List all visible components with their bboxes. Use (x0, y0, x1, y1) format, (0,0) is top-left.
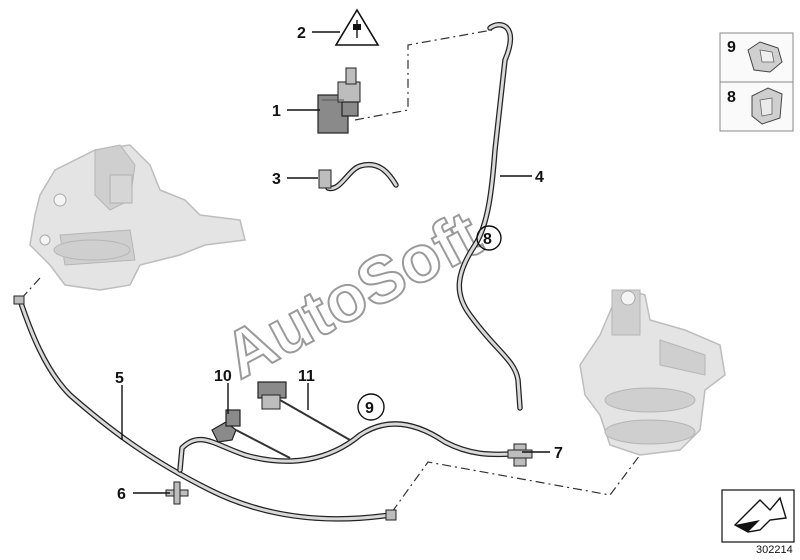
callout-9: 9 (365, 400, 374, 417)
vacuum-valve (317, 67, 361, 134)
orientation-arrow-icon (721, 489, 795, 543)
leader-lines (121, 31, 550, 494)
cable-tie-11 (257, 381, 351, 441)
callout-9-circled: 9 (357, 393, 385, 421)
callout-8-circled: 8 (476, 225, 502, 251)
callout-7: 7 (554, 445, 563, 462)
clip-9-icon (747, 41, 783, 73)
connector-6 (165, 481, 189, 505)
holder-10 (211, 409, 291, 459)
clip-8-icon (751, 87, 783, 125)
svg-text:AutoSoft: AutoSoft (212, 196, 493, 392)
hose-4 (456, 22, 523, 411)
inset-label-8: 8 (727, 89, 736, 106)
callout-10: 10 (214, 368, 232, 385)
callout-11: 11 (298, 368, 315, 385)
connector-7 (507, 443, 533, 467)
engine-mount-left (29, 144, 246, 291)
hose-3 (318, 161, 399, 192)
callout-5: 5 (115, 370, 124, 387)
warning-symbol-icon (334, 8, 380, 46)
hose-5 (17, 297, 393, 522)
reference-number: 302214 (756, 544, 793, 556)
hose-9 (177, 421, 515, 473)
callout-2: 2 (297, 25, 306, 42)
callouts: 1 2 3 4 5 6 7 8 9 10 11 (115, 25, 563, 503)
parts-inset: 9 8 (719, 32, 794, 132)
watermark: AutoSoft (211, 195, 494, 393)
callout-3: 3 (272, 171, 281, 188)
callout-1: 1 (272, 103, 281, 120)
callout-4: 4 (535, 169, 544, 186)
connector-left (13, 295, 25, 305)
callout-6: 6 (117, 486, 126, 503)
inset-label-9: 9 (727, 39, 736, 56)
connector-bottom (385, 509, 397, 521)
callout-8: 8 (483, 231, 492, 248)
engine-mount-right (579, 289, 726, 456)
